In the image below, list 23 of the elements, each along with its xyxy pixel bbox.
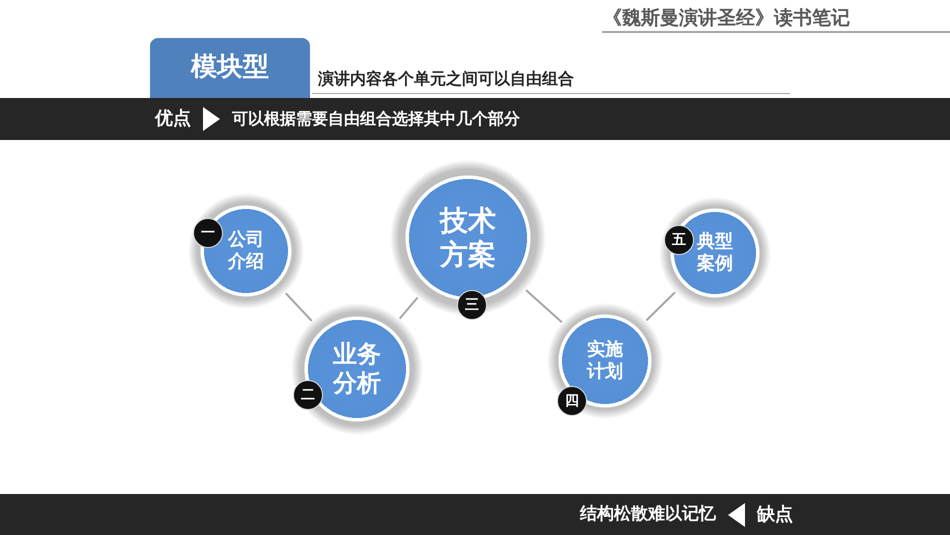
connector-line (398, 296, 418, 320)
banner-text: 结构松散难以记忆 (580, 504, 716, 525)
topic-label: 技术方案 (438, 204, 497, 272)
connector-line (525, 289, 562, 323)
topic-label: 典型案例 (696, 231, 734, 275)
tab-title: 模块型 (191, 52, 269, 84)
tab-box (150, 38, 310, 98)
topic-label: 业务分析 (332, 340, 382, 398)
topic-label: 公司介绍 (227, 229, 265, 273)
number-badge: 二 (293, 380, 323, 410)
number-badge: 一 (193, 218, 223, 248)
connector-line (285, 292, 312, 322)
number-badge: 四 (557, 386, 587, 416)
dark-banner (0, 98, 950, 140)
dark-banner (0, 494, 950, 535)
subtitle-text: 演讲内容各个单元之间可以自由组合 (318, 69, 574, 89)
banner-text: 可以根据需要自由组合选择其中几个部分 (232, 109, 520, 129)
connector-line (646, 292, 676, 322)
topic-label: 实施计划 (586, 339, 624, 383)
number-badge: 五 (664, 225, 694, 255)
banner-heading: 优点 (155, 108, 191, 130)
banner-heading: 缺点 (757, 504, 793, 526)
header-title: 《魏斯曼演讲圣经》读书笔记 (603, 6, 850, 30)
